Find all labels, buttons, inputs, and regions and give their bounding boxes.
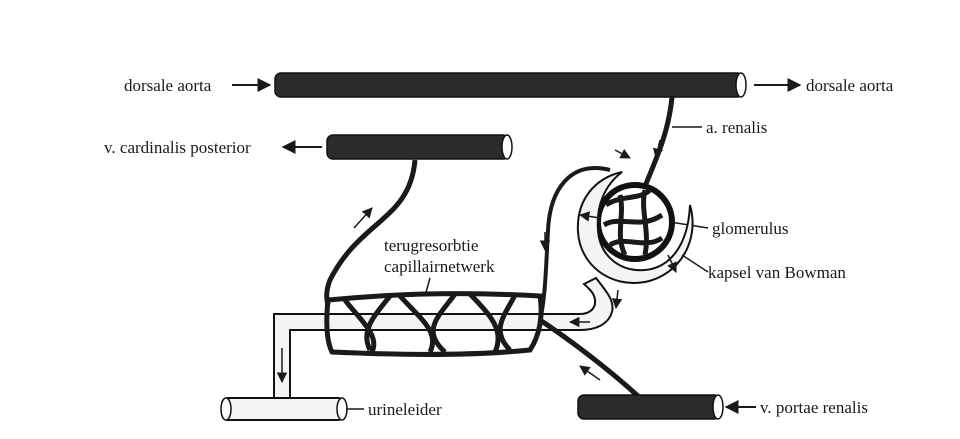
flow-arrow-up-left bbox=[353, 207, 373, 229]
label-bowman-capsule: kapsel van Bowman bbox=[708, 263, 846, 282]
bowman-capsule bbox=[576, 171, 694, 284]
glomerulus-out-arrow bbox=[578, 211, 601, 222]
capillary-label-pointer bbox=[424, 277, 431, 297]
efferent-arteriole bbox=[538, 166, 611, 321]
posterior-cardinal-vein bbox=[326, 134, 513, 160]
label-dorsal-aorta-in: dorsale aorta bbox=[124, 76, 212, 95]
bowman-pointer bbox=[681, 254, 709, 273]
efferent-arrow-top bbox=[614, 148, 631, 159]
efferent-vein bbox=[324, 159, 418, 306]
label-capillary-network-2: capillairnetwerk bbox=[384, 257, 495, 276]
renal-portal-branch bbox=[538, 317, 642, 400]
dorsal-aorta bbox=[274, 72, 747, 98]
renal-artery-arrow bbox=[652, 139, 664, 160]
label-dorsal-aorta-out: dorsale aorta bbox=[806, 76, 894, 95]
label-renal-artery: a. renalis bbox=[706, 118, 767, 137]
label-capillary-network-1: terugresorbtie bbox=[384, 236, 478, 255]
capillary-network bbox=[324, 291, 544, 357]
label-renal-portal-vein: v. portae renalis bbox=[760, 398, 868, 417]
capsule-flow-arrow bbox=[667, 254, 677, 273]
ureter bbox=[220, 397, 348, 421]
label-posterior-cardinal-vein: v. cardinalis posterior bbox=[104, 138, 251, 157]
glomerulus bbox=[595, 182, 675, 262]
renal-portal-vein bbox=[577, 394, 724, 420]
label-glomerulus: glomerulus bbox=[712, 219, 789, 238]
portal-arrow bbox=[579, 365, 601, 381]
label-ureter: urineleider bbox=[368, 400, 442, 419]
tubule-arrow-down bbox=[611, 289, 623, 310]
